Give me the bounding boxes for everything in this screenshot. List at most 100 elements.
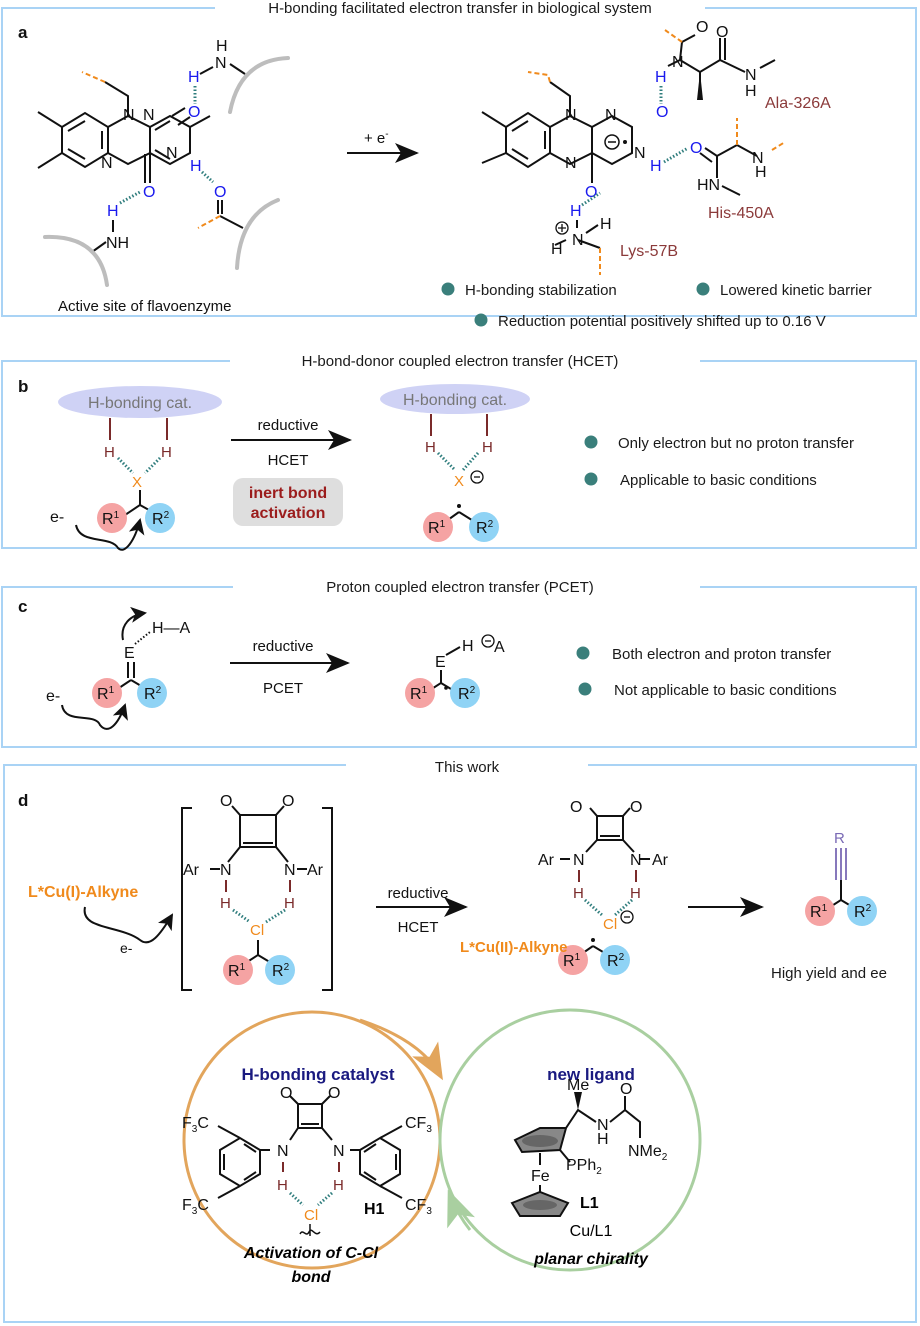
- atom-h: H: [104, 444, 115, 461]
- nme2-group: NMe2: [628, 1143, 668, 1163]
- electron-label: e-: [120, 940, 133, 956]
- electron-curly-arrow: [83, 906, 174, 944]
- r1-circle: [405, 678, 435, 708]
- atom-h-blue: H: [655, 69, 667, 86]
- atom-h-blue: H: [650, 158, 662, 175]
- atom-n: N: [215, 55, 227, 72]
- ligand-complex: Cu/L1: [570, 1223, 613, 1240]
- ligand-l1-structure: Fe Me O N H PPh2 NMe2: [510, 1077, 668, 1217]
- atom-n: N: [597, 1117, 609, 1134]
- residue-label: His-450A: [708, 205, 774, 222]
- protein-backbone-arc: [43, 234, 109, 287]
- panel-d: This work d L*Cu(I)-Alkyne e- O O Ar N N…: [3, 759, 917, 1323]
- catalyst-ellipse: [380, 384, 530, 414]
- bullet-text: Applicable to basic conditions: [620, 472, 817, 489]
- atom-cl: Cl: [250, 922, 264, 939]
- atom-ar: Ar: [652, 852, 669, 869]
- atom-r: R: [834, 830, 845, 847]
- cycle-arrow-green: [447, 1189, 476, 1231]
- flavin-oxidized-structure: N N N N O O H O H H N H NH: [37, 38, 290, 287]
- brackets: [181, 807, 333, 991]
- intermediate-label: L*Cu(II)-Alkyne: [460, 939, 568, 956]
- atom-h: H: [425, 439, 436, 456]
- atom-n: N: [143, 107, 155, 124]
- catalyst-caption-line1: Activation of C-Cl: [243, 1245, 379, 1262]
- atom-x: X: [132, 474, 142, 491]
- atom-o: O: [716, 24, 728, 41]
- atom-h: H: [284, 895, 295, 912]
- r2-circle: [145, 503, 175, 533]
- atom-h: H: [277, 1177, 288, 1194]
- atom-h: H: [220, 895, 231, 912]
- panel-b-frame: [1, 360, 917, 549]
- atom-h-a: H—A: [152, 620, 191, 637]
- atom-n: N: [333, 1143, 345, 1160]
- atom-o: O: [696, 19, 708, 36]
- bullet-text: Both electron and proton transfer: [612, 646, 831, 663]
- ligand-cycle-circle: [438, 1008, 702, 1272]
- atom-hn: HN: [697, 177, 720, 194]
- catalyst-caption-line2: bond: [291, 1269, 331, 1286]
- atom-n: N: [745, 67, 757, 84]
- atom-n: N: [166, 145, 178, 162]
- atom-cl: Cl: [304, 1207, 318, 1224]
- arrow-label-top: reductive: [253, 638, 314, 655]
- r1-circle: [423, 512, 453, 542]
- panel-a-title: H-bonding facilitated electron transfer …: [268, 0, 652, 17]
- atom-o: O: [570, 799, 582, 816]
- anion-charge: [604, 134, 620, 150]
- cf3-group: F3C: [182, 1115, 209, 1135]
- atom-h: H: [161, 444, 172, 461]
- catalyst-label: H-bonding cat.: [88, 395, 192, 412]
- reagent-label: L*Cu(I)-Alkyne: [28, 884, 138, 901]
- atom-ar: Ar: [183, 862, 200, 879]
- panel-d-letter: d: [18, 791, 28, 810]
- protein-backbone-arc: [235, 198, 280, 270]
- electron-label: e-: [50, 509, 64, 526]
- residue-label: Lys-57B: [620, 243, 678, 260]
- panel-a: H-bonding facilitated electron transfer …: [1, 0, 917, 330]
- atom-x: X: [454, 473, 464, 490]
- bullet-text: Lowered kinetic barrier: [720, 282, 872, 299]
- atom-n: N: [220, 862, 232, 879]
- atom-n: N: [630, 852, 642, 869]
- ligand-title: new ligand: [547, 1065, 635, 1084]
- catalyst-title: H-bonding catalyst: [241, 1065, 394, 1084]
- atom-n: N: [672, 54, 684, 71]
- atom-n: N: [277, 1143, 289, 1160]
- catalyst-h1-structure: O O N N F3C F3C CF3 CF3 H H Cl: [182, 1085, 432, 1236]
- atom-o: O: [282, 793, 294, 810]
- atom-h: H: [597, 1131, 609, 1148]
- bullet-dot: [441, 282, 455, 296]
- r1-circle: [223, 955, 253, 985]
- bullet-text: Reduction potential positively shifted u…: [498, 313, 826, 330]
- atom-h: H: [551, 241, 563, 258]
- radical-dot: [457, 504, 461, 508]
- atom-o-blue: O: [143, 184, 155, 201]
- squaramide-complex: O O Ar N N Ar H H Cl R1 R2: [183, 793, 324, 985]
- atom-o: O: [620, 1081, 632, 1098]
- atom-o-blue: O: [690, 140, 702, 157]
- electron-label: e-: [46, 688, 60, 705]
- catalyst-ellipse: [58, 386, 222, 418]
- panel-c-frame: [1, 586, 917, 748]
- atom-o: O: [630, 799, 642, 816]
- atom-h-blue: H: [570, 203, 582, 220]
- atom-e: E: [435, 654, 446, 671]
- bullet-dot: [584, 435, 598, 449]
- atom-fe: Fe: [531, 1168, 550, 1185]
- cf3-group: CF3: [405, 1197, 432, 1217]
- protein-backbone-arc: [228, 56, 290, 114]
- atom-ar: Ar: [307, 862, 324, 879]
- arrow-label-bottom: HCET: [268, 452, 309, 469]
- cf3-group: CF3: [405, 1115, 432, 1135]
- atom-n: N: [752, 150, 764, 167]
- arrow-label-top: reductive: [388, 885, 449, 902]
- residue-label: Ala-326A: [765, 95, 831, 112]
- r1-circle: [92, 678, 122, 708]
- r1-circle: [805, 896, 835, 926]
- r2-circle: [137, 678, 167, 708]
- atom-n: N: [565, 107, 577, 124]
- panel-d-frame: [3, 764, 917, 1323]
